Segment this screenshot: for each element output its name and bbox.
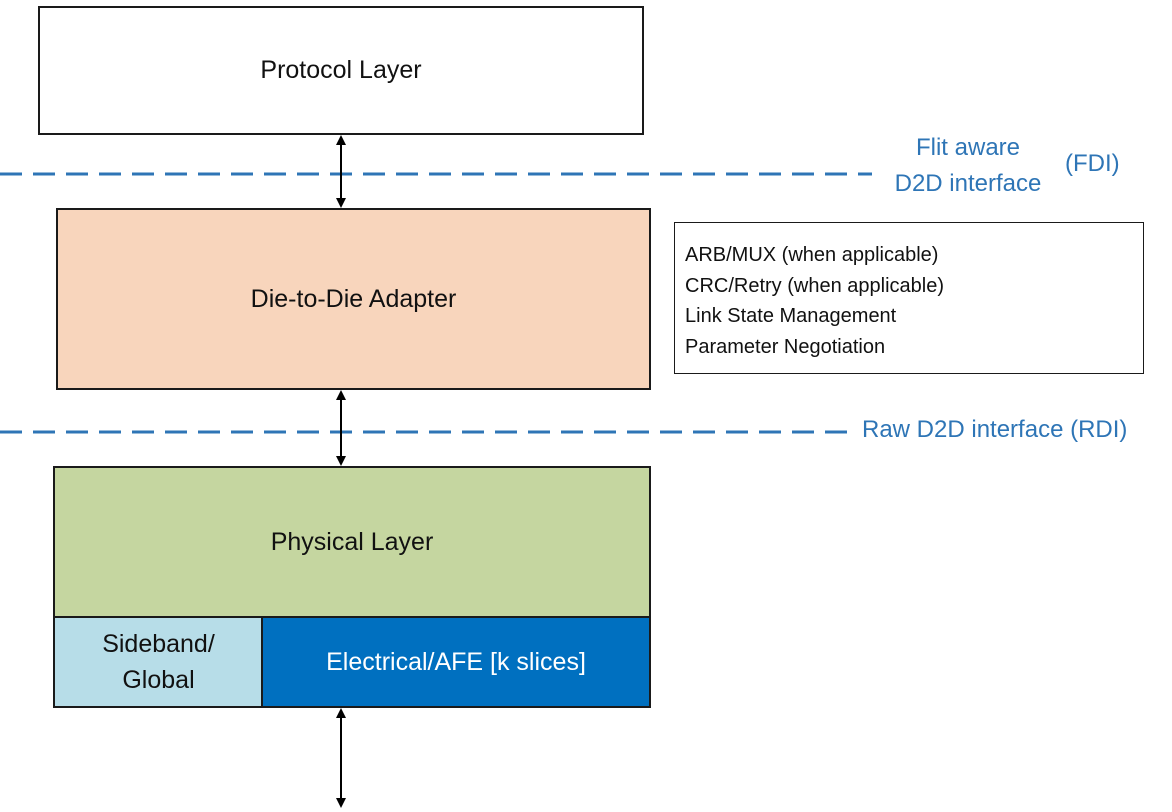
protocol-layer-box: Protocol Layer bbox=[38, 6, 644, 135]
physical-layer-label: Physical Layer bbox=[270, 527, 434, 556]
adapter-functions-box: ARB/MUX (when applicable) CRC/Retry (whe… bbox=[674, 222, 1144, 374]
sideband-label: Sideband/ bbox=[102, 630, 215, 658]
fdi-label-line1: Flit aware bbox=[915, 134, 1021, 161]
fdi-abbreviation: (FDI) bbox=[1065, 150, 1120, 177]
fdi-label: Flit aware D2D interface bbox=[880, 130, 1056, 202]
physical-layer-box: Physical Layer bbox=[53, 466, 651, 618]
protocol-layer-label: Protocol Layer bbox=[260, 56, 422, 84]
global-label: Global bbox=[122, 666, 195, 694]
adapter-function-item: ARB/MUX (when applicable) bbox=[685, 244, 939, 266]
adapter-function-item: Link State Management bbox=[685, 305, 897, 327]
adapter-function-item: Parameter Negotiation bbox=[685, 335, 886, 358]
rdi-label: Raw D2D interface (RDI) bbox=[862, 416, 1128, 443]
adapter-function-item: CRC/Retry (when applicable) bbox=[685, 274, 944, 297]
electrical-afe-box: Electrical/AFE [k slices] bbox=[261, 616, 651, 708]
afe-label: Electrical/AFE [k slices] bbox=[326, 647, 586, 676]
adapter-label: Die-to-Die Adapter bbox=[250, 284, 457, 313]
die-to-die-adapter-box: Die-to-Die Adapter bbox=[56, 208, 651, 390]
fdi-label-line2: D2D interface bbox=[894, 170, 1042, 197]
sideband-global-box: Sideband/ Global bbox=[53, 616, 264, 708]
